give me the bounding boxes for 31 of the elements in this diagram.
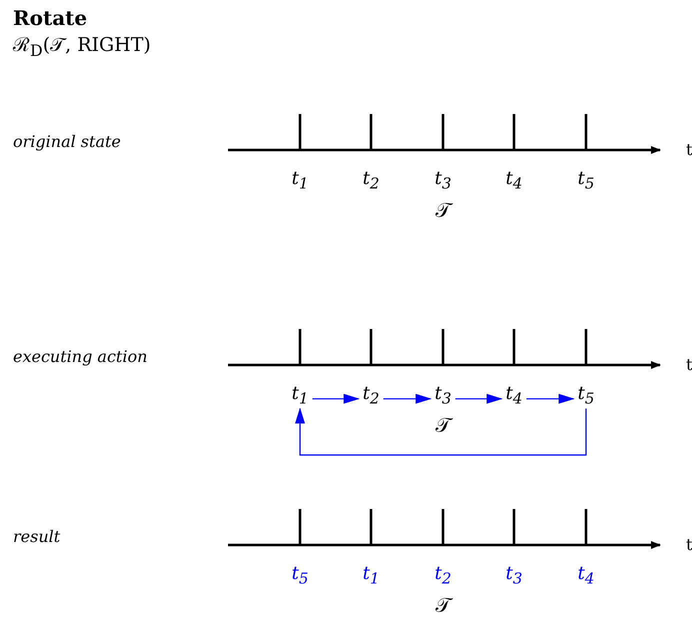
tick-label: t$_{3}$ [434, 170, 452, 192]
arrow [455, 394, 503, 404]
tick-label: t$_{1}$ [362, 565, 380, 587]
arrow [295, 408, 587, 456]
set-symbol: 𝒯 [436, 200, 450, 220]
row-label: result [13, 529, 60, 545]
axis-label: t [686, 357, 692, 373]
axis-label: t [686, 142, 692, 158]
tick-label: t$_{2}$ [434, 565, 452, 587]
axis-label: t [686, 537, 692, 553]
tick-label: t$_{5}$ [578, 385, 594, 407]
set-symbol: 𝒯 [436, 595, 450, 615]
tick-label: t$_{2}$ [362, 170, 380, 192]
tick-label: t$_{4}$ [506, 170, 522, 192]
tick-label: t$_{5}$ [578, 170, 594, 192]
formula: ℛ$_{D}$(𝒯, RIGHT) [13, 36, 151, 59]
tick-label: t$_{2}$ [362, 385, 380, 407]
tick-label: t$_{4}$ [578, 565, 594, 587]
tick-label: t$_{1}$ [292, 385, 308, 407]
title: Rotate [13, 8, 88, 28]
tick-label: t$_{4}$ [506, 385, 522, 407]
tick-label: t$_{5}$ [292, 565, 308, 587]
row-label: original state [13, 134, 121, 150]
tick-label: t$_{3}$ [434, 385, 452, 407]
set-symbol: 𝒯 [436, 415, 450, 435]
row-label: executing action [13, 349, 148, 365]
arrow [526, 394, 575, 404]
arrow [383, 394, 432, 404]
tick-label: t$_{1}$ [292, 170, 308, 192]
tick-label: t$_{3}$ [506, 565, 522, 587]
arrow [312, 394, 360, 404]
